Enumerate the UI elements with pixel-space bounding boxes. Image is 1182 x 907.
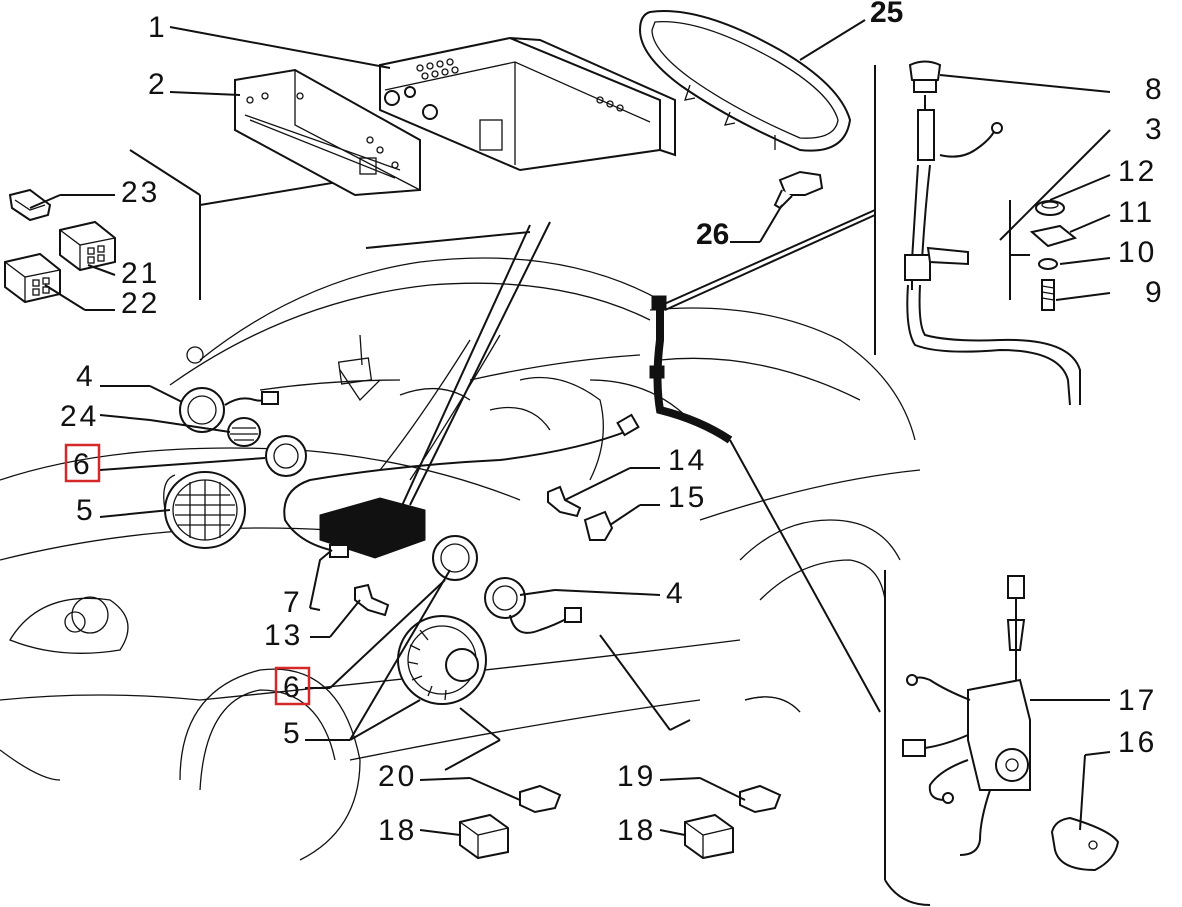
connectors-topleft	[4, 188, 116, 304]
leader-lines	[29, 19, 1111, 836]
label-14: 14	[668, 444, 707, 477]
mounting-clip	[773, 170, 824, 210]
label-15: 15	[668, 481, 707, 514]
label-5-left: 5	[76, 494, 93, 527]
label-24: 24	[60, 400, 99, 433]
highlight-box-6-left	[64, 443, 101, 483]
left-speaker-group	[163, 387, 307, 549]
label-26: 26	[696, 218, 729, 251]
right-speaker-group	[354, 485, 614, 705]
label-12: 12	[1118, 155, 1157, 188]
radio-unit	[379, 36, 676, 172]
label-23: 23	[121, 176, 160, 209]
label-2: 2	[148, 68, 165, 101]
label-19: 19	[617, 760, 656, 793]
radio-cover-frame	[638, 10, 852, 152]
label-1: 1	[148, 11, 165, 44]
label-25: 25	[870, 0, 903, 29]
connectors-bottom	[459, 696, 801, 860]
label-13: 13	[264, 619, 303, 652]
label-4-right: 4	[666, 577, 683, 610]
label-18-left: 18	[378, 814, 417, 847]
label-9: 9	[1145, 276, 1162, 309]
highlight-box-6-lower	[274, 666, 311, 706]
label-18-right: 18	[617, 814, 656, 847]
label-11: 11	[1118, 196, 1155, 229]
motorized-antenna	[902, 575, 1120, 872]
label-5-lower: 5	[283, 717, 300, 750]
label-4-left: 4	[76, 360, 93, 393]
label-16: 16	[1118, 726, 1157, 759]
amplifier-module	[283, 413, 640, 609]
part-labels: 1 2 25 8 3 12 11 10 9 26 23 21 22 4 24 6…	[60, 0, 1162, 847]
antenna-cable	[649, 209, 881, 713]
label-6-left: 6	[73, 448, 90, 481]
label-10: 10	[1118, 236, 1157, 269]
label-7: 7	[283, 586, 300, 619]
highlight-boxes	[64, 443, 311, 706]
label-17: 17	[1118, 684, 1157, 717]
car-body-outline	[0, 257, 921, 861]
antenna-assembly-top	[904, 60, 1081, 406]
label-22: 22	[121, 287, 160, 320]
label-21: 21	[121, 257, 160, 290]
radio-cage	[234, 68, 421, 197]
label-3: 3	[1145, 113, 1162, 146]
label-6-lower: 6	[283, 671, 300, 704]
label-20: 20	[378, 760, 417, 793]
label-8: 8	[1145, 73, 1162, 106]
frame-lines	[129, 65, 931, 906]
